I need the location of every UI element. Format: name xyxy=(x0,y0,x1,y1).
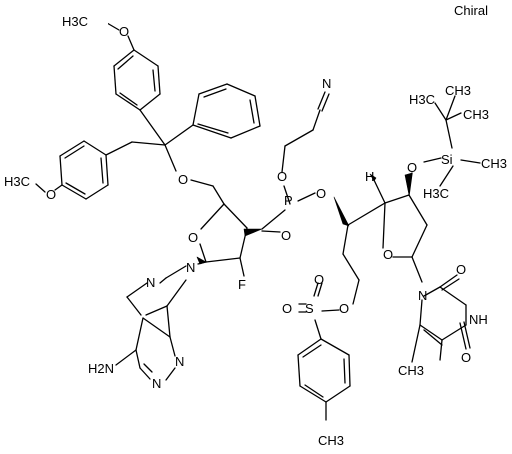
atom-label-o-phosphite-top: O xyxy=(277,169,287,184)
atom-label-o-trityl: O xyxy=(178,172,188,187)
atom-label-o-sulfonyl-top: O xyxy=(314,272,324,287)
atom-label-fluorine: F xyxy=(238,277,246,292)
atom-label-amine: H2N xyxy=(88,361,114,376)
atom-label-ch3-tolyl: CH3 xyxy=(318,433,344,448)
atom-label-o-methoxy-left: O xyxy=(46,187,56,202)
atom-label-o-silyl: O xyxy=(407,160,417,175)
atom-label-adenine-n3: N xyxy=(175,354,184,369)
atom-label-h3c-si-bottom: H3C xyxy=(423,186,449,201)
atom-label-silicon: Si xyxy=(441,152,453,167)
atom-label-o-ribose: O xyxy=(188,230,198,245)
atom-label-ch3-tbu-top: CH3 xyxy=(445,83,471,98)
atom-label-h3c-left: H3C xyxy=(4,174,30,189)
atom-label-thymine-nh: NH xyxy=(469,312,488,327)
atom-label-o-ester: O xyxy=(339,301,349,316)
atom-label-adenine-n7: N xyxy=(146,275,155,290)
atom-label-thymine-o4: O xyxy=(461,350,471,365)
atom-label-h3c-top: H3C xyxy=(62,14,88,29)
atom-label-o-methoxy-top: O xyxy=(119,24,129,39)
atom-label-adenine-n9: N xyxy=(186,260,195,275)
bond-layer xyxy=(35,22,481,421)
atom-label-o-sulfonyl-left: O xyxy=(282,301,292,316)
stereo-wedge-layer xyxy=(196,172,413,265)
atom-label-thymine-o2: O xyxy=(456,262,466,277)
atom-label-layer: Chiral H3C O H3C O O O F P O O O N H O O… xyxy=(4,3,507,448)
atom-label-ch3-tbu-right: CH3 xyxy=(463,107,489,122)
atom-label-thymine-n1: N xyxy=(418,288,427,303)
atom-label-nitrile-n: N xyxy=(322,76,331,91)
atom-label-o-deoxyribose: O xyxy=(383,247,393,262)
atom-label-thymine-ch3: CH3 xyxy=(398,363,424,378)
chiral-flag: Chiral xyxy=(454,3,488,18)
atom-label-o-phosphite-left: O xyxy=(281,228,291,243)
atom-label-phosphorus: P xyxy=(284,193,293,208)
atom-label-h3c-tbu-left: H3C xyxy=(409,92,435,107)
atom-label-sulfur: S xyxy=(305,301,314,316)
atom-label-o-phosphite-right: O xyxy=(316,186,326,201)
atom-label-ch3-si-right: CH3 xyxy=(481,156,507,171)
atom-label-stereo-h: H xyxy=(365,169,374,184)
atom-label-adenine-n1: N xyxy=(152,376,161,391)
